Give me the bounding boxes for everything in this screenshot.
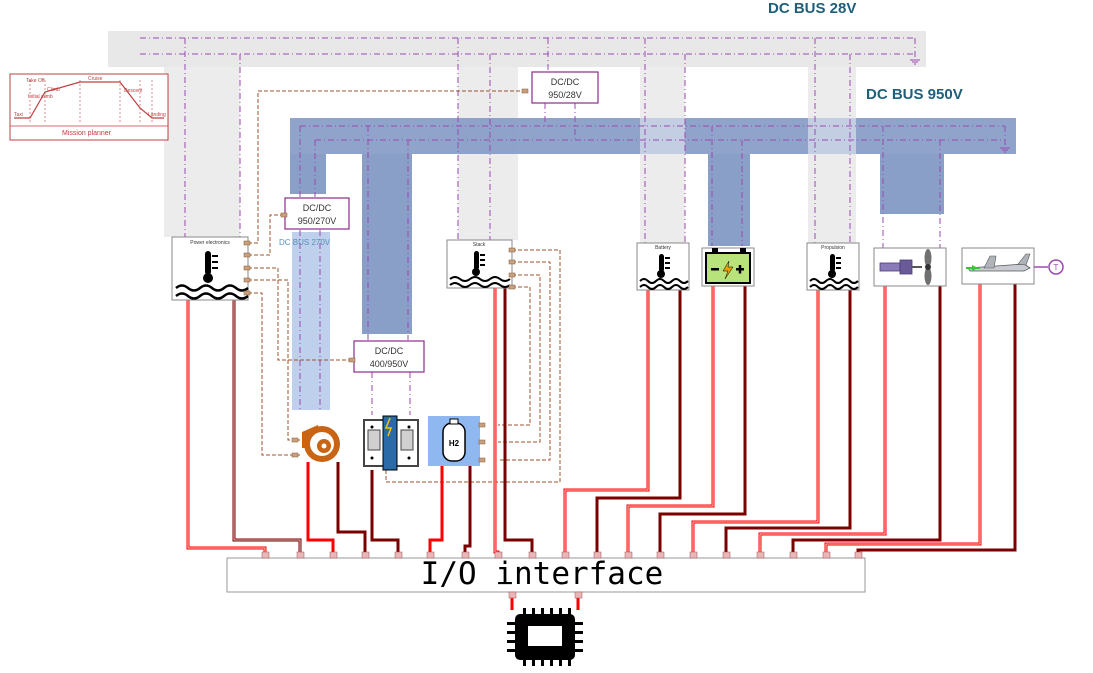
io-interface: I/O interface — [226, 556, 866, 593]
cpu-chip-icon — [507, 608, 583, 666]
dcdc-converter-950-270: DC/DC 950/270V — [284, 197, 350, 230]
io-interface-label: I/O interface — [421, 556, 664, 592]
mission-phase-initial-climb: Initial climb — [28, 94, 53, 100]
thermal-unit-label: Battery — [655, 245, 671, 251]
converter-ratio: 950/28V — [548, 90, 582, 100]
mission-phase-climb: Climb — [47, 87, 60, 93]
dc-bus-28v — [108, 31, 926, 243]
dc-bus-950v-label: DC BUS 950V — [866, 86, 963, 103]
hydrogen-tank-icon: H2 — [428, 416, 480, 466]
mission-phase-takeoff: Take Off — [26, 78, 45, 84]
temperature-sensor-label: T — [1054, 263, 1059, 272]
thermal-unit-power-electronics: Power electronics — [171, 236, 249, 301]
io-port-stubs — [261, 551, 863, 599]
converter-type: DC/DC — [551, 77, 580, 87]
dc-bus-270v — [292, 232, 330, 410]
thermal-unit-label: Stack — [473, 242, 486, 248]
tank-port-stubs — [291, 422, 486, 463]
turbocompressor-icon — [302, 425, 340, 462]
dcdc-converter-400-950: DC/DC 400/950V — [353, 340, 425, 373]
thermal-unit-label: Propulsion — [821, 245, 845, 251]
aircraft-icon — [961, 247, 1035, 285]
electric-motor-propeller-icon — [873, 247, 947, 287]
thermal-unit-stack: Stack — [446, 239, 513, 289]
port-stubs — [243, 88, 529, 363]
bus-lines — [140, 37, 1006, 415]
converter-ratio: 950/270V — [298, 216, 337, 226]
thermometer-icon — [203, 251, 218, 283]
mission-planner: Take Off Initial climb Climb Cruise Desc… — [9, 73, 169, 141]
thermal-unit-label: Power electronics — [190, 240, 230, 246]
dcdc-converter-950-28: DC/DC 950/28V — [531, 71, 599, 104]
mission-planner-title: Mission planner — [62, 130, 112, 137]
ground-symbols — [910, 59, 1010, 153]
dc-bus-270v-label: DC BUS 270V — [279, 238, 331, 247]
thermometer-icon — [472, 251, 485, 276]
converter-ratio: 400/950V — [370, 359, 409, 369]
converter-type: DC/DC — [303, 203, 332, 213]
converter-type: DC/DC — [375, 346, 404, 356]
dc-bus-950v — [290, 118, 1016, 334]
thermal-unit-battery: Battery — [636, 242, 690, 291]
mission-phase-taxi: Taxi — [14, 112, 23, 118]
mission-phase-descent: Descent — [124, 88, 143, 94]
thermometer-icon — [828, 254, 841, 278]
mission-phase-cruise: Cruise — [88, 76, 103, 82]
battery-icon — [701, 247, 755, 287]
fuel-cell-icon — [363, 415, 419, 471]
mission-phase-landing: Landing — [148, 112, 166, 118]
thermal-unit-propulsion: Propulsion — [806, 242, 860, 291]
dc-bus-28v-label: DC BUS 28V — [768, 0, 856, 17]
temperature-sensor-icon: T — [1034, 259, 1064, 275]
hydrogen-tank-label: H2 — [449, 439, 460, 448]
thermometer-icon — [657, 254, 670, 278]
